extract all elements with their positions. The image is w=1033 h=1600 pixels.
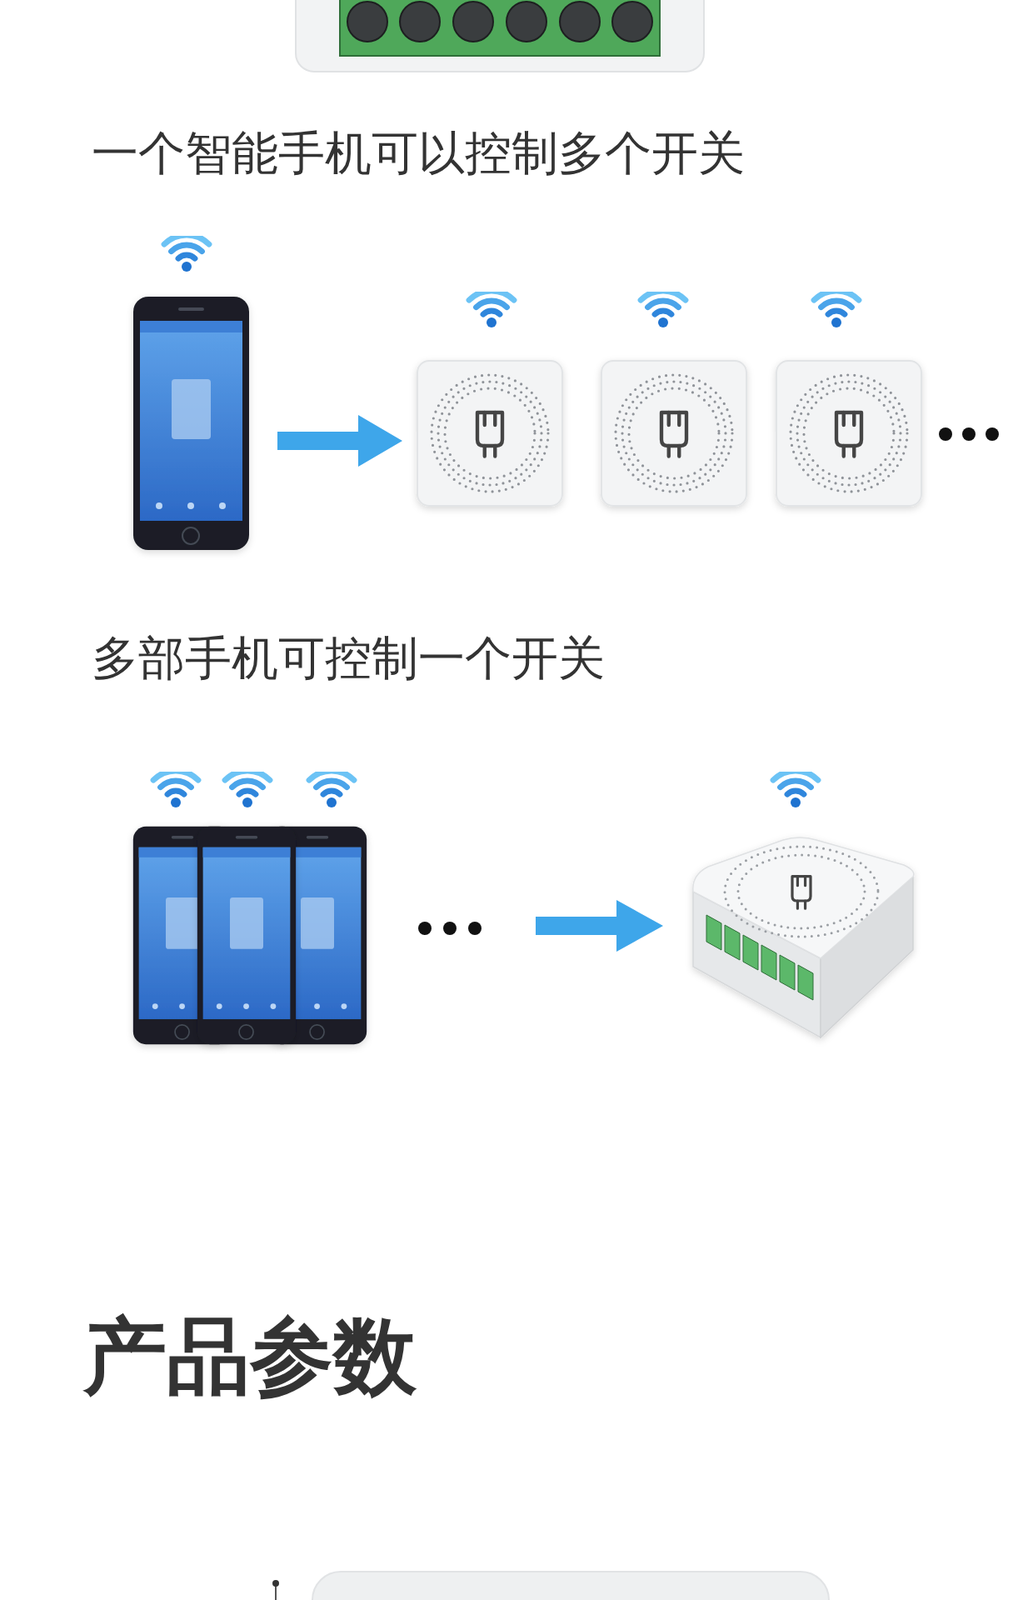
section-heading: 产品参数 (83, 1306, 417, 1407)
smart-switch-3d (693, 837, 914, 1038)
arrow (277, 414, 403, 467)
wifi-icon (469, 290, 515, 328)
more-dot (443, 921, 457, 935)
switch-icon (792, 876, 811, 909)
terminal-screw (506, 1, 547, 42)
device-body (312, 1571, 829, 1600)
top-device (295, 0, 704, 72)
more-dot (938, 427, 953, 441)
terminal-block (339, 0, 660, 56)
more-dot (418, 921, 432, 935)
terminal (743, 934, 759, 970)
wifi-icon (813, 290, 859, 328)
wifi-icon (773, 770, 819, 808)
terminal (706, 914, 722, 950)
terminal (798, 964, 814, 1000)
wifi-icon (309, 770, 355, 808)
terminal (761, 944, 777, 980)
terminal-screw (559, 1, 600, 42)
more-dot (985, 427, 999, 441)
wifi-icon (164, 234, 210, 272)
terminal (724, 924, 740, 960)
feature-heading: 多部手机可控制一个开关 (91, 629, 605, 686)
phone (133, 296, 250, 550)
terminal (779, 954, 795, 990)
device-body (295, 0, 704, 72)
terminal-screw (453, 1, 494, 42)
terminal-screw (612, 1, 653, 42)
leader-dot (272, 1579, 280, 1587)
more-dot (468, 921, 482, 935)
arrow (535, 899, 664, 952)
wifi-icon (153, 770, 199, 808)
dot-ring (738, 854, 865, 929)
more-dot (962, 427, 976, 441)
smart-switch (776, 360, 922, 506)
smart-switch (417, 360, 563, 506)
wifi-icon (224, 770, 270, 808)
phone (197, 826, 296, 1044)
smart-switch (601, 360, 747, 506)
wifi-icon (640, 290, 686, 328)
terminal-screw (347, 1, 388, 42)
dot-ring (724, 846, 879, 937)
terminal-screw (399, 1, 440, 42)
feature-heading: 一个智能手机可以控制多个开关 (91, 124, 745, 181)
